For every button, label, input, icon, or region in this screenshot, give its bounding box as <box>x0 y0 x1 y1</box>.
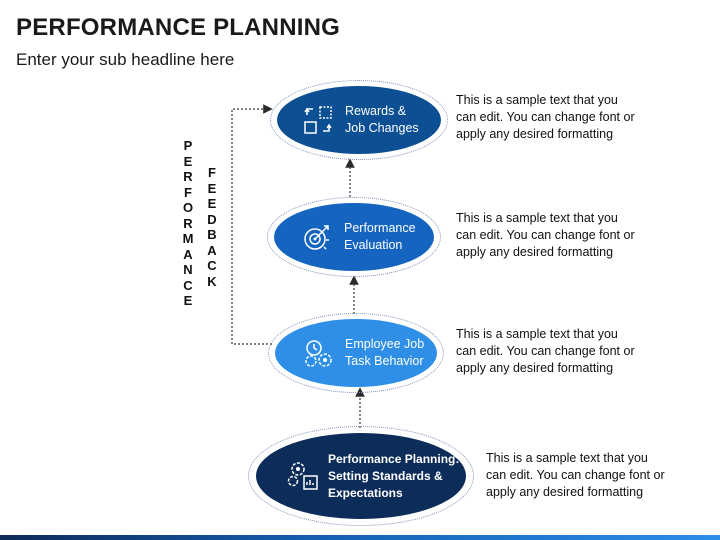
vertical-letter: F <box>208 165 216 180</box>
vertical-letter: A <box>207 242 217 258</box>
employee-task-behavior-node: Employee Job Task Behavior <box>275 319 437 387</box>
node-label-line: Rewards & <box>345 104 407 118</box>
description-line: This is a sample text that you <box>486 451 648 465</box>
behavior-description: This is a sample text that you can edit.… <box>456 326 656 377</box>
node-label-line: Employee Job <box>345 337 425 351</box>
vertical-letter: N <box>183 262 193 277</box>
rewards-job-changes-node: Rewards & Job Changes <box>277 86 441 154</box>
description-line: This is a sample text that you <box>456 327 618 341</box>
behavior-oval-ring <box>268 313 444 393</box>
description-line: can edit. You can change font or <box>456 344 635 358</box>
arrows-cycle-icon <box>304 106 332 134</box>
description-line: can edit. You can change font or <box>486 468 665 482</box>
target-gear-icon <box>304 225 329 250</box>
evaluation-description: This is a sample text that you can edit.… <box>456 210 656 261</box>
description-line: apply any desired formatting <box>456 361 614 375</box>
rewards-description: This is a sample text that you can edit.… <box>456 92 656 143</box>
description-line: This is a sample text that you <box>456 211 618 225</box>
node-label-line: Job Changes <box>345 121 419 135</box>
vertical-letter: B <box>207 227 217 242</box>
node-label-line: Performance Planning: <box>328 451 460 466</box>
performance-vertical-label: P E R F O R M A N C E <box>181 138 195 309</box>
gears-head-icon <box>305 340 332 367</box>
vertical-letter: C <box>207 258 217 273</box>
vertical-letter: F <box>184 184 192 200</box>
vertical-letter: O <box>182 200 194 215</box>
vertical-letter: E <box>207 180 217 196</box>
description-line: can edit. You can change font or <box>456 228 635 242</box>
node-label-line: Performance <box>344 221 416 235</box>
vertical-letter: D <box>207 211 217 227</box>
feedback-vertical-label: F E E D B A C K <box>205 165 219 289</box>
evaluation-oval-ring <box>267 197 441 277</box>
vertical-letter: R <box>183 169 193 184</box>
rewards-oval-ring <box>270 80 448 160</box>
description-line: apply any desired formatting <box>456 245 614 259</box>
page-subtitle: Enter your sub headline here <box>16 50 235 69</box>
vertical-letter: K <box>207 273 217 289</box>
description-line: apply any desired formatting <box>486 485 644 499</box>
vertical-letter: P <box>183 138 193 153</box>
planning-gears-icon <box>287 462 318 490</box>
vertical-letter: M <box>182 231 194 246</box>
vertical-letter: R <box>183 215 193 231</box>
vertical-letter: C <box>183 277 193 293</box>
description-line: can edit. You can change font or <box>456 110 635 124</box>
node-label-line: Setting Standards & <box>328 468 443 483</box>
performance-evaluation-node: Performance Evaluation <box>274 203 434 271</box>
feedback-loop-line <box>231 104 273 345</box>
bottom-accent-bar <box>0 535 720 540</box>
vertical-letter: E <box>183 153 193 169</box>
page-title: PERFORMANCE PLANNING <box>16 14 341 41</box>
performance-planning-node: Performance Planning: Setting Standards … <box>256 433 466 519</box>
description-line: This is a sample text that you <box>456 93 618 107</box>
planning-oval-ring <box>248 426 474 526</box>
node-label-line: Expectations <box>328 485 403 500</box>
planning-description: This is a sample text that you can edit.… <box>486 450 686 501</box>
node-label-line: Task Behavior <box>345 354 424 368</box>
vertical-letter: A <box>183 246 193 262</box>
vertical-letter: E <box>183 293 193 308</box>
node-label-line: Evaluation <box>344 238 403 252</box>
description-line: apply any desired formatting <box>456 127 614 141</box>
vertical-letter: E <box>207 196 217 211</box>
